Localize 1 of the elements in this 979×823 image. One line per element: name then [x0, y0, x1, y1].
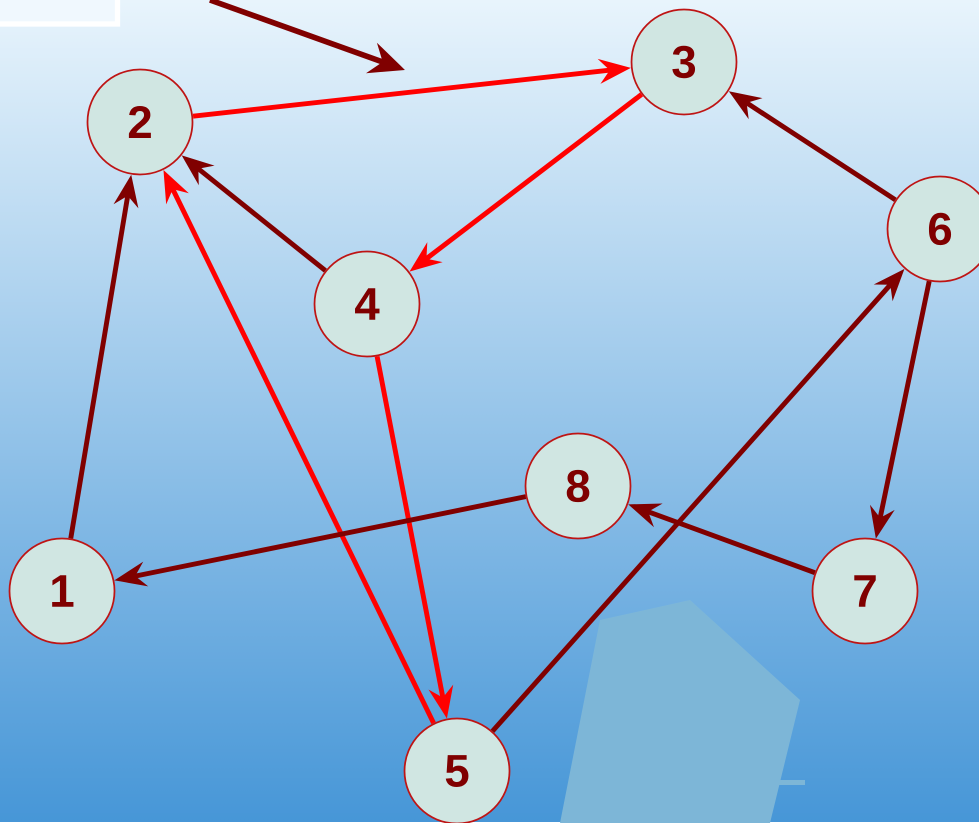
- text-box: [0, 0, 120, 27]
